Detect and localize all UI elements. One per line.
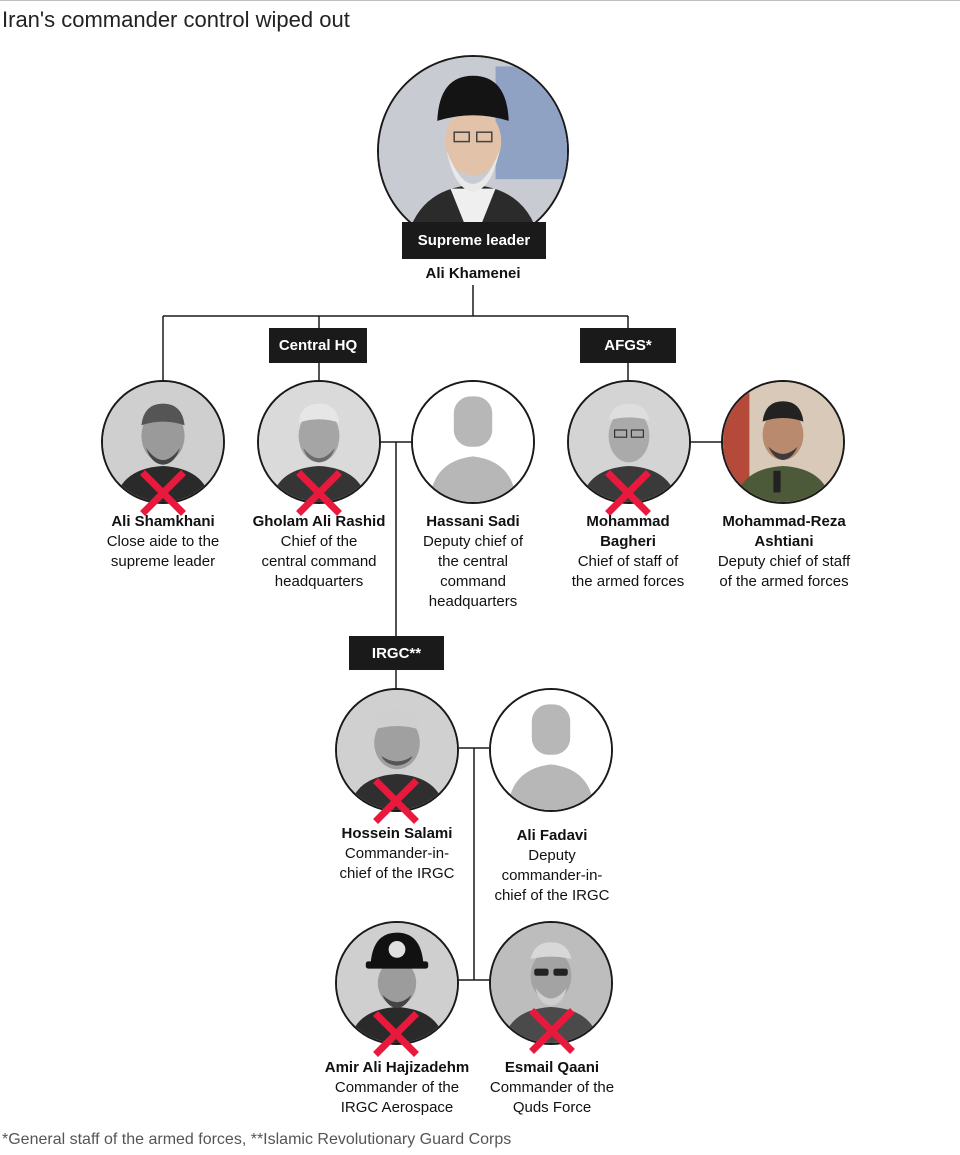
portrait-hossein-salami xyxy=(335,688,459,812)
person-role: Chief of the central command headquarter… xyxy=(261,533,377,590)
person-name: Ali Shamkhani xyxy=(111,513,215,530)
killed-cross-icon xyxy=(296,470,342,516)
person-ali-khamenei: Ali Khamenei xyxy=(373,264,573,284)
footnote: *General staff of the armed forces, **Is… xyxy=(2,1131,512,1148)
person-name: Ali Fadavi xyxy=(516,827,588,844)
person-gholam-ali-rashid: Gholam Ali Rashid Chief of the central c… xyxy=(244,512,394,592)
person-name: Esmail Qaani xyxy=(504,1059,600,1076)
portrait-photo xyxy=(337,690,457,810)
portrait-photo xyxy=(103,382,223,502)
box-afgs: AFGS* xyxy=(580,328,676,363)
portrait-photo xyxy=(259,382,379,502)
silhouette-icon xyxy=(491,690,611,810)
portrait-gholam-ali-rashid xyxy=(257,380,381,504)
killed-cross-icon xyxy=(605,470,651,516)
portrait-ali-fadavi xyxy=(489,688,613,812)
portrait-ali-khamenei xyxy=(377,55,569,247)
person-ali-shamkhani: Ali Shamkhani Close aide to the supreme … xyxy=(83,512,243,572)
person-name: Mohammad-Reza Ashtiani xyxy=(722,513,846,550)
killed-cross-icon xyxy=(373,1011,419,1057)
person-name: Mohammad Bagheri xyxy=(586,513,670,550)
box-central-hq: Central HQ xyxy=(269,328,367,363)
portrait-photo xyxy=(337,923,457,1043)
portrait-photo xyxy=(491,923,611,1043)
person-role: Deputy chief of the central command head… xyxy=(422,533,524,610)
person-mohammad-reza-ashtiani: Mohammad-Reza Ashtiani Deputy chief of s… xyxy=(699,512,869,592)
person-amir-ali-hajizadeh: Amir Ali Hajizadehm Commander of the IRG… xyxy=(311,1058,483,1118)
person-hossein-salami: Hossein Salami Commander-in- chief of th… xyxy=(321,824,473,884)
person-role: Commander of the Quds Force xyxy=(489,1079,615,1116)
portrait-amir-ali-hajizadeh xyxy=(335,921,459,1045)
person-ali-fadavi: Ali Fadavi Deputy commander-in- chief of… xyxy=(476,826,628,906)
killed-cross-icon xyxy=(373,778,419,824)
killed-cross-icon xyxy=(140,470,186,516)
chart-title: Iran's commander control wiped out xyxy=(2,7,350,32)
person-role: Close aide to the supreme leader xyxy=(106,533,220,570)
portrait-photo xyxy=(379,57,567,245)
person-esmail-qaani: Esmail Qaani Commander of the Quds Force xyxy=(475,1058,629,1118)
top-rule xyxy=(0,0,960,1)
person-name: Hossein Salami xyxy=(341,825,453,842)
person-name: Gholam Ali Rashid xyxy=(252,513,386,530)
portrait-photo xyxy=(569,382,689,502)
person-name: Amir Ali Hajizadehm xyxy=(324,1059,470,1076)
person-mohammad-bagheri: Mohammad Bagheri Chief of staff of the a… xyxy=(553,512,703,592)
person-hassani-sadi: Hassani Sadi Deputy chief of the central… xyxy=(398,512,548,612)
portrait-mohammad-reza-ashtiani xyxy=(721,380,845,504)
person-name: Ali Khamenei xyxy=(425,265,521,282)
portrait-esmail-qaani xyxy=(489,921,613,1045)
portrait-photo xyxy=(723,382,843,502)
person-role: Deputy commander-in- chief of the IRGC xyxy=(494,847,610,904)
portrait-ali-shamkhani xyxy=(101,380,225,504)
portrait-hassani-sadi xyxy=(411,380,535,504)
box-supreme-leader: Supreme leader xyxy=(402,222,546,259)
silhouette-icon xyxy=(413,382,533,502)
person-role: Chief of staff of the armed forces xyxy=(571,553,685,590)
person-role: Commander of the IRGC Aerospace xyxy=(334,1079,460,1116)
box-irgc: IRGC** xyxy=(349,636,444,670)
killed-cross-icon xyxy=(529,1008,575,1054)
person-name: Hassani Sadi xyxy=(426,513,520,530)
person-role: Deputy chief of staff of the armed force… xyxy=(717,553,851,590)
person-role: Commander-in- chief of the IRGC xyxy=(339,845,455,882)
portrait-mohammad-bagheri xyxy=(567,380,691,504)
